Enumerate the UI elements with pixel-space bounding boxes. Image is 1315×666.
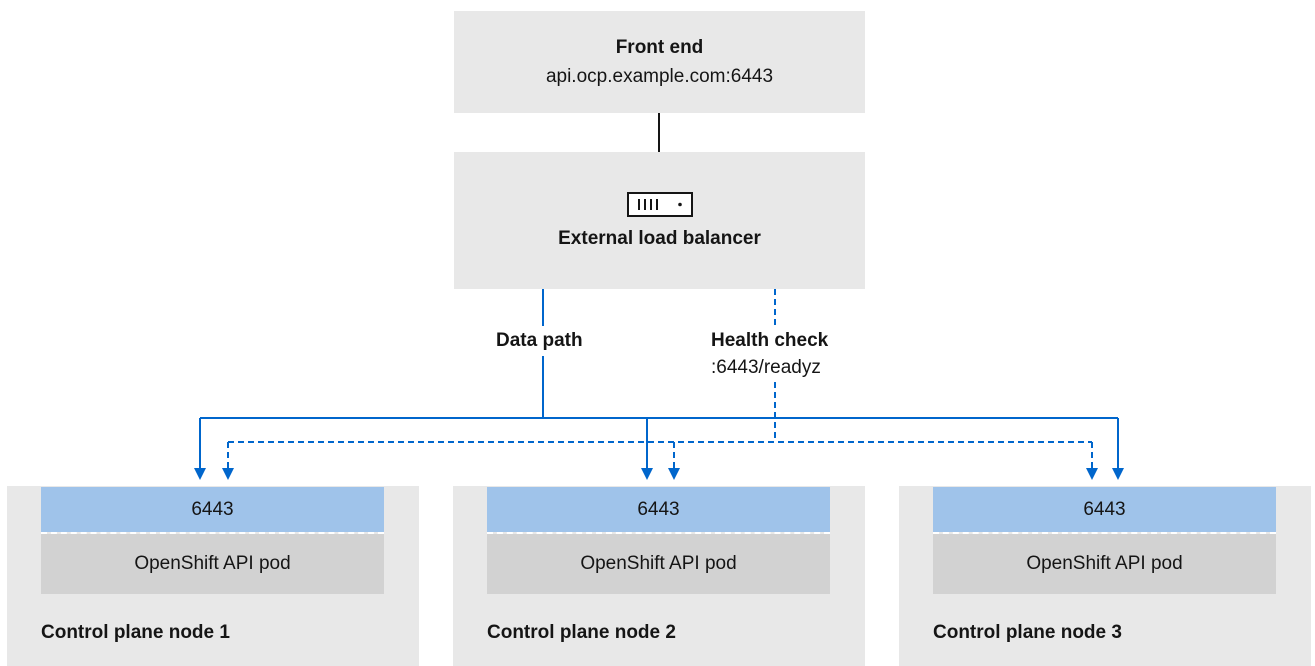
data-path-lines [194,289,1124,480]
port-box: 6443 [41,487,384,532]
frontend-box: Front end api.ocp.example.com:6443 [454,11,865,113]
port-box: 6443 [933,487,1276,532]
frontend-title: Front end [615,37,704,58]
api-pod-box: OpenShift API pod [41,534,384,594]
control-plane-node-1: 6443 OpenShift API pod Control plane nod… [7,486,419,666]
data-path-label: Data path [496,329,583,353]
port-label: 6443 [191,499,234,520]
health-check-endpoint: :6443/readyz [711,356,821,380]
port-box: 6443 [487,487,830,532]
port-label: 6443 [637,499,680,520]
port-divider [487,532,830,534]
api-pod-label: OpenShift API pod [580,553,737,574]
load-balancer-box: External load balancer [454,152,865,289]
frontend-address: api.ocp.example.com:6443 [545,66,774,87]
node-title: Control plane node 2 [487,622,676,643]
port-divider [41,532,384,534]
port-divider [933,532,1276,534]
api-pod-label: OpenShift API pod [134,553,291,574]
control-plane-node-2: 6443 OpenShift API pod Control plane nod… [453,486,865,666]
api-pod-box: OpenShift API pod [487,534,830,594]
port-label: 6443 [1083,499,1126,520]
health-check-lines [222,289,1098,480]
node-title: Control plane node 1 [41,622,230,643]
load-balancer-title: External load balancer [558,228,761,249]
api-pod-box: OpenShift API pod [933,534,1276,594]
node-title: Control plane node 3 [933,622,1122,643]
control-plane-node-3: 6443 OpenShift API pod Control plane nod… [899,486,1311,666]
server-icon [627,192,693,217]
api-pod-label: OpenShift API pod [1026,553,1183,574]
health-check-label: Health check [711,329,829,353]
